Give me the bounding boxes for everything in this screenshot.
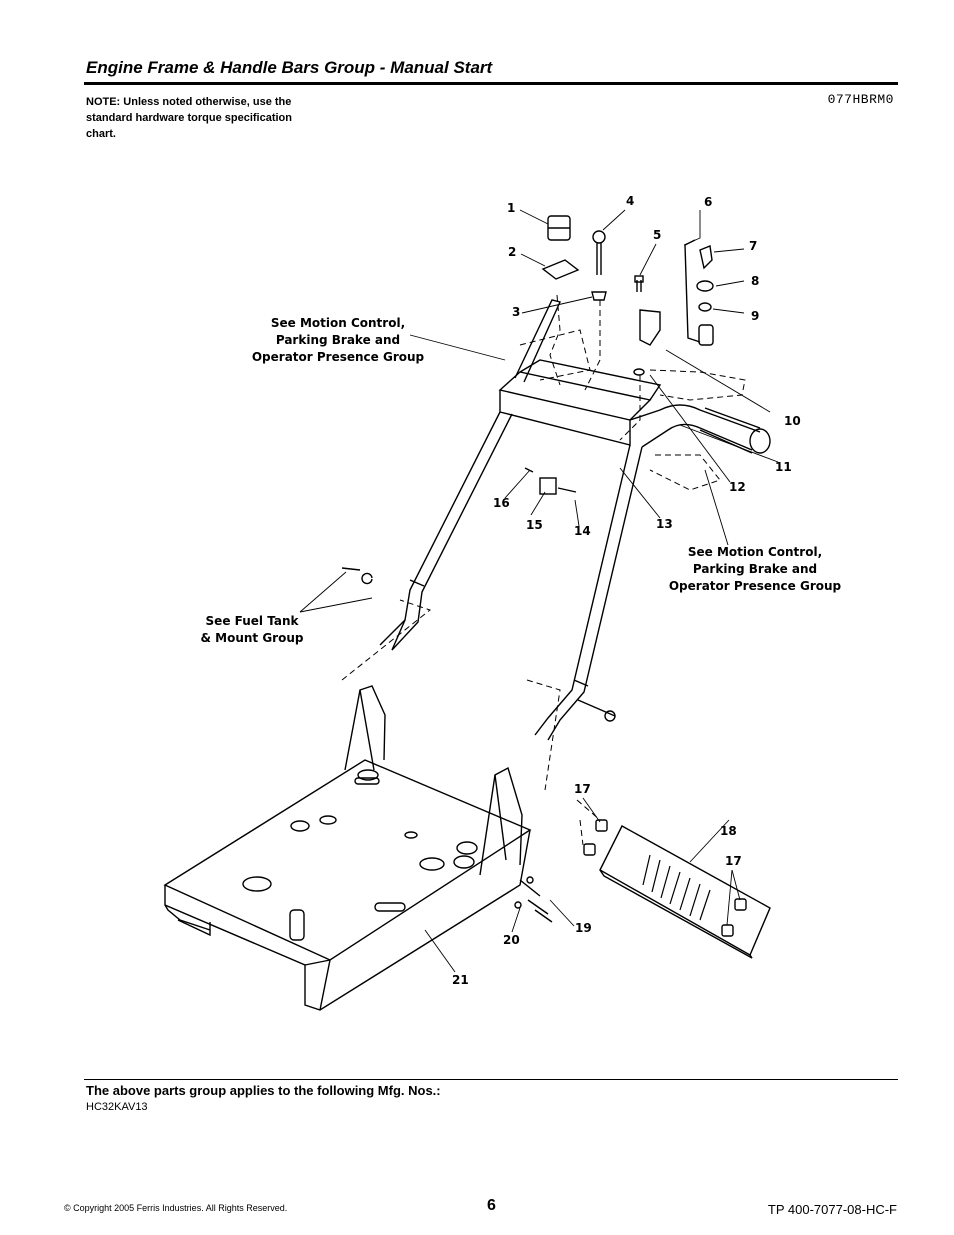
callout-5: 5 [653, 228, 661, 242]
callout-19: 19 [575, 921, 592, 935]
callout-6: 6 [704, 195, 712, 209]
callout-16: 16 [493, 496, 510, 510]
callout-4: 4 [626, 194, 634, 208]
ref-motion-left-line3: Operator Presence Group [252, 350, 425, 364]
knob-part-4 [592, 230, 606, 244]
ref-fuel-tank-line2: & Mount Group [201, 631, 304, 645]
doc-number: TP 400-7077-08-HC-F [767, 1202, 897, 1217]
left-upright-bracket [344, 685, 386, 771]
part-15 [539, 477, 557, 495]
ref-motion-right-line3: Operator Presence Group [669, 579, 842, 593]
guard-plate-18 [599, 825, 771, 956]
callout-15: 15 [526, 518, 543, 532]
callout-11: 11 [775, 460, 792, 474]
page-number: 6 [487, 1197, 496, 1214]
key-part-7 [699, 245, 713, 270]
handle-cross-panel [498, 371, 652, 421]
page-title: Engine Frame & Handle Bars Group - Manua… [86, 58, 493, 77]
callout-20: 20 [503, 933, 520, 947]
footer-divider [84, 1079, 898, 1080]
diagram-code: 077HBRM0 [827, 92, 894, 107]
bracket-6 [684, 239, 701, 343]
ref-motion-left-line1: See Motion Control, [271, 316, 405, 330]
ref-fuel-tank-line1: See Fuel Tank [206, 614, 300, 628]
engine-deck-top [163, 759, 532, 961]
ref-motion-right-line1: See Motion Control, [688, 545, 822, 559]
right-upright-bracket [479, 766, 523, 876]
ignition-part [698, 324, 714, 346]
callout-3: 3 [512, 305, 520, 319]
callout-1: 1 [507, 201, 515, 215]
callout-9: 9 [751, 309, 759, 323]
callout-8: 8 [751, 274, 759, 288]
right-handle-tube [534, 444, 631, 736]
engine-deck-front [164, 829, 531, 1011]
callout-18: 18 [720, 824, 737, 838]
callout-21: 21 [452, 973, 469, 987]
callout-7: 7 [749, 239, 757, 253]
handle-grip-bend [629, 404, 761, 433]
nut-part-8 [696, 280, 714, 292]
callout-14: 14 [574, 524, 591, 538]
applies-label: The above parts group applies to the fol… [86, 1083, 441, 1098]
callout-13: 13 [656, 517, 673, 531]
left-handle-tube [514, 299, 561, 383]
callout-10: 10 [784, 414, 801, 428]
key-switch-part [639, 309, 661, 346]
washer-part-9 [698, 302, 712, 312]
callout-2: 2 [508, 245, 516, 259]
torque-note: NOTE: Unless noted otherwise, use the st… [86, 96, 292, 140]
ref-motion-left-line2: Parking Brake and [276, 333, 400, 347]
ref-motion-right-line2: Parking Brake and [693, 562, 817, 576]
hand-grip [749, 428, 771, 454]
mfg-numbers: HC32KAV13 [86, 1101, 148, 1113]
copyright: © Copyright 2005 Ferris Industries. All … [64, 1203, 288, 1213]
callout-12: 12 [729, 480, 746, 494]
title-divider [84, 82, 898, 85]
bezel-part-2 [541, 259, 580, 280]
callout-17b: 17 [725, 854, 742, 868]
callout-17: 17 [574, 782, 591, 796]
